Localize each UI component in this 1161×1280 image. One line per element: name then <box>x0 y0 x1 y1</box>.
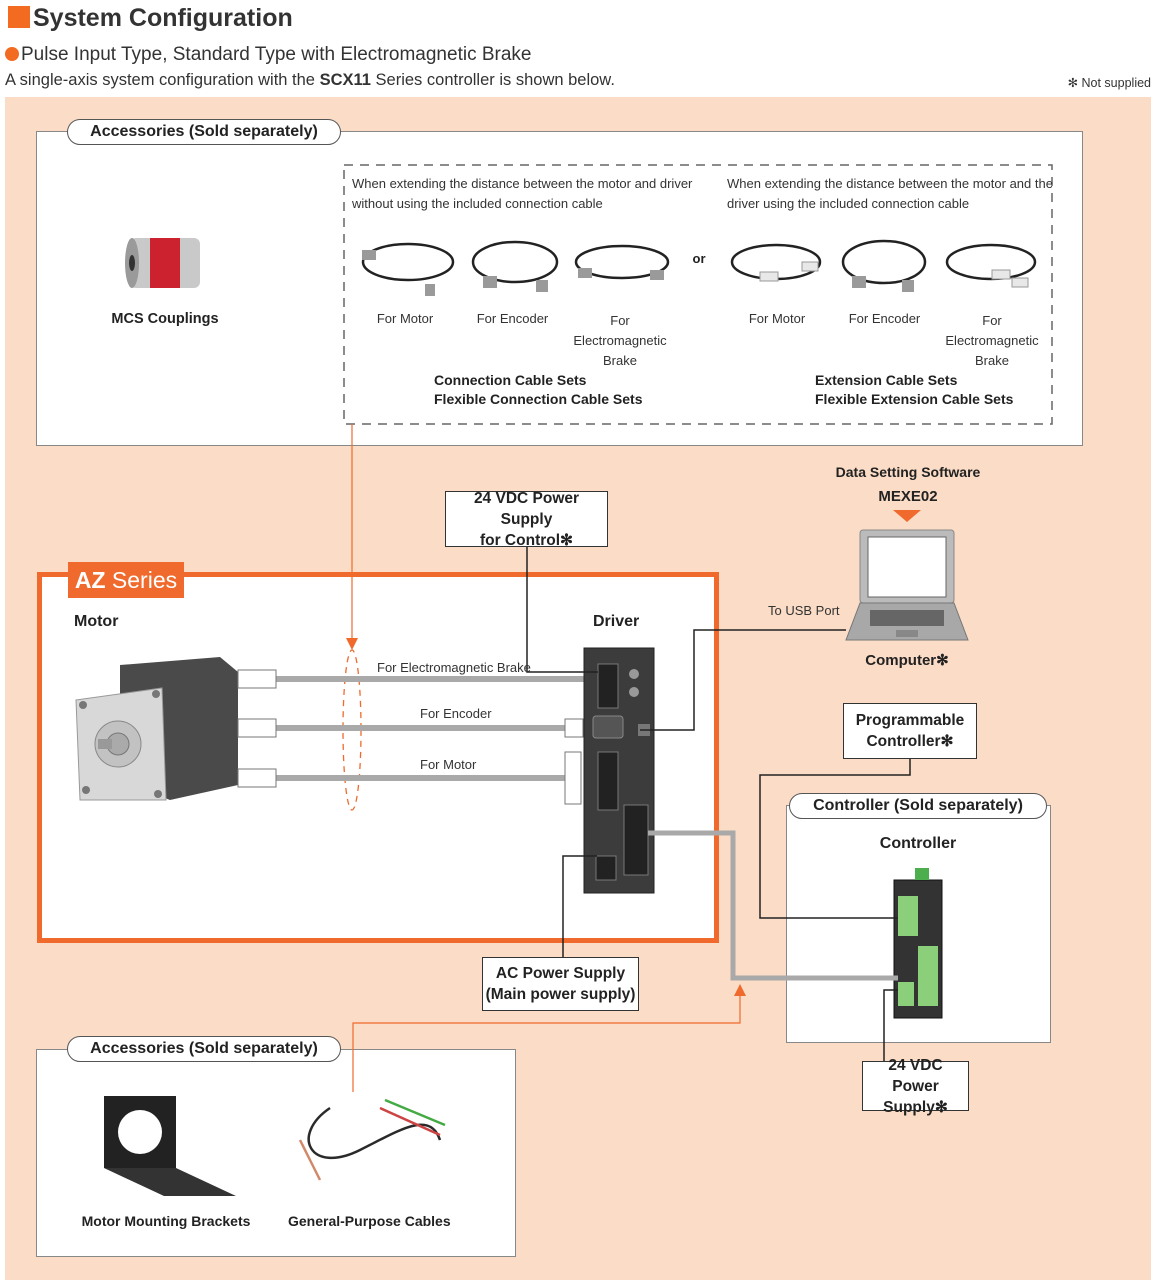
brackets-label: Motor Mounting Brackets <box>81 1213 251 1229</box>
not-supplied-note: ✻ Not supplied <box>1067 76 1151 90</box>
general-cable-image <box>298 1098 446 1181</box>
title-square-icon <box>8 6 30 28</box>
right-item-motor: For Motor <box>748 311 806 326</box>
controller-box-title: Controller (Sold separately) <box>789 793 1047 819</box>
orange-arrow-down-icon <box>346 638 358 650</box>
bullet-dot-icon <box>5 47 19 61</box>
power-24-line-1: 24 VDC Power <box>888 1056 943 1095</box>
software-name: MEXE02 <box>878 488 938 505</box>
motor-bracket-image <box>104 1096 236 1196</box>
coupling-bold: MCS <box>111 311 144 327</box>
power-24-line-2: Supply✻ <box>883 1098 948 1116</box>
general-cables-label: General-Purpose Cables <box>288 1213 451 1229</box>
motor-label: Motor <box>74 613 119 630</box>
plc-line-2: Controller✻ <box>866 733 954 750</box>
ac-power-box: AC Power Supply (Main power supply) <box>482 957 639 1011</box>
motor-image <box>75 657 238 801</box>
left-group-caption-2: without using the included connection ca… <box>352 196 603 211</box>
controller-image <box>893 868 943 1019</box>
power-control-line-2: for Control✻ <box>479 531 574 549</box>
az-series-rest: Series <box>105 567 178 593</box>
computer-label: Computer✻ <box>865 652 949 669</box>
cable-plugs <box>237 669 584 805</box>
right-set-line-1: Extension Cable Sets <box>815 372 958 388</box>
driver-image <box>583 647 655 894</box>
left-item-motor: For Motor <box>376 311 434 326</box>
cable-brake-label: For Electromagnetic Brake <box>377 660 531 675</box>
ac-power-line-1: AC Power Supply <box>495 965 626 982</box>
motor-cables <box>276 676 590 781</box>
usb-port-label: To USB Port <box>768 603 840 618</box>
left-group-caption-1: When extending the distance between the … <box>352 176 693 191</box>
mexe02-arrow-icon <box>893 510 921 522</box>
page-subtitle: Pulse Input Type, Standard Type with Ele… <box>5 44 531 66</box>
left-set-line-1: Connection Cable Sets <box>434 372 587 388</box>
or-label: or <box>692 251 706 266</box>
accessories-bottom-title: Accessories (Sold separately) <box>67 1036 341 1062</box>
intro-text: A single-axis system configuration with … <box>5 71 615 90</box>
controller-label: Controller <box>879 835 957 852</box>
intro-post: Series controller is shown below. <box>370 71 615 89</box>
signal-wires <box>526 546 911 1062</box>
ac-power-line-2: (Main power supply) <box>485 986 636 1003</box>
az-series-bold: AZ <box>74 567 106 593</box>
orange-connector-bottom <box>352 995 741 1092</box>
driver-label: Driver <box>593 613 640 630</box>
cable-encoder-label: For Encoder <box>420 706 492 721</box>
coupling-rest: Couplings <box>143 311 219 327</box>
cable-motor-label: For Motor <box>420 757 477 772</box>
right-item-brake: For Electromagnetic Brake <box>945 313 1039 368</box>
right-group-caption-2: driver using the included connection cab… <box>727 196 970 211</box>
power-control-line-1: 24 VDC Power Supply <box>473 489 580 528</box>
left-set-line-2: Flexible Connection Cable Sets <box>434 391 643 407</box>
intro-pre: A single-axis system configuration with … <box>5 71 320 89</box>
accessories-top-title: Accessories (Sold separately) <box>67 119 341 145</box>
page-title: System Configuration <box>33 4 293 32</box>
cable-connector-images <box>362 250 1029 296</box>
az-series-tab: AZ Series <box>68 562 184 598</box>
right-set-line-2: Flexible Extension Cable Sets <box>815 391 1014 407</box>
computer-image <box>845 529 969 641</box>
cable-images <box>361 239 1037 285</box>
left-item-encoder: For Encoder <box>476 311 549 326</box>
right-group-caption-1: When extending the distance between the … <box>727 176 1053 191</box>
orange-arrow-up-icon <box>734 984 746 996</box>
software-label: Data Setting Software <box>835 464 981 480</box>
intro-bold: SCX11 <box>319 71 371 89</box>
subtitle-text: Pulse Input Type, Standard Type with Ele… <box>21 44 532 65</box>
power-control-box: 24 VDC Power Supply for Control✻ <box>445 489 608 549</box>
mcs-coupling-label: MCS Couplings <box>110 311 220 327</box>
right-item-encoder: For Encoder <box>848 311 921 326</box>
left-item-brake: For Electromagnetic Brake <box>573 313 667 368</box>
plc-line-1: Programmable <box>855 712 965 729</box>
driver-controller-cable <box>648 830 898 981</box>
mcs-coupling-image <box>125 238 200 288</box>
cable-group-dashed-box <box>343 164 1053 425</box>
